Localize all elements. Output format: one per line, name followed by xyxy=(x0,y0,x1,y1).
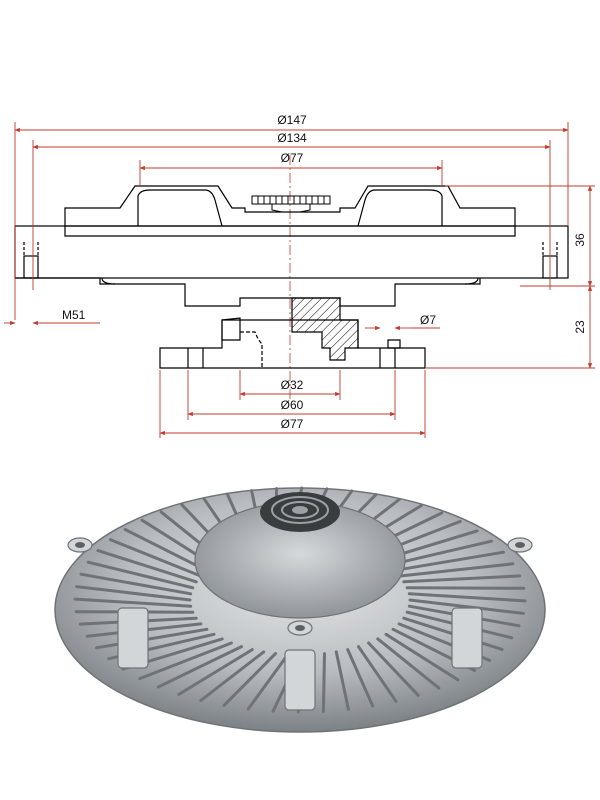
fin xyxy=(357,645,398,703)
fin xyxy=(156,645,243,689)
fin xyxy=(138,641,233,681)
fin xyxy=(86,560,195,590)
dimension-lines xyxy=(4,122,595,438)
fin xyxy=(346,648,375,708)
fin xyxy=(321,652,326,713)
dim-60-label: Ø60 xyxy=(281,398,304,412)
technical-drawing: Ø147 Ø134 Ø77 M51 Ø7 Ø32 Ø60 Ø77 36 23 xyxy=(4,113,595,438)
fin xyxy=(108,538,203,578)
spring-coil xyxy=(251,195,331,213)
hub-section xyxy=(159,297,426,369)
fin xyxy=(402,574,522,584)
fin xyxy=(222,652,277,707)
dim-32-label: Ø32 xyxy=(281,378,304,392)
fin xyxy=(384,632,460,682)
fin xyxy=(79,572,193,596)
dim-134-label: Ø134 xyxy=(277,131,307,145)
fin xyxy=(405,586,526,590)
fin xyxy=(95,627,209,650)
fin xyxy=(376,637,441,690)
fin xyxy=(246,653,290,711)
fin xyxy=(123,528,209,573)
dim-23-label: 23 xyxy=(573,320,587,334)
dim-m51-label: M51 xyxy=(62,308,86,322)
dim-77-bottom-label: Ø77 xyxy=(281,417,304,431)
fin xyxy=(75,585,192,602)
fin xyxy=(407,592,527,603)
fan-clutch-photo xyxy=(54,486,546,733)
fin xyxy=(177,648,254,696)
fin xyxy=(199,650,266,702)
fin xyxy=(408,598,525,615)
fin xyxy=(73,597,193,608)
fin xyxy=(96,549,198,584)
fin xyxy=(391,550,505,573)
fin xyxy=(334,650,350,711)
fin xyxy=(367,641,420,697)
fin xyxy=(397,562,515,578)
dim-36-label: 36 xyxy=(573,233,587,247)
dim-7-label: Ø7 xyxy=(420,313,436,327)
dim-147-label: Ø147 xyxy=(277,113,307,127)
dim-77-top-label: Ø77 xyxy=(281,151,304,165)
